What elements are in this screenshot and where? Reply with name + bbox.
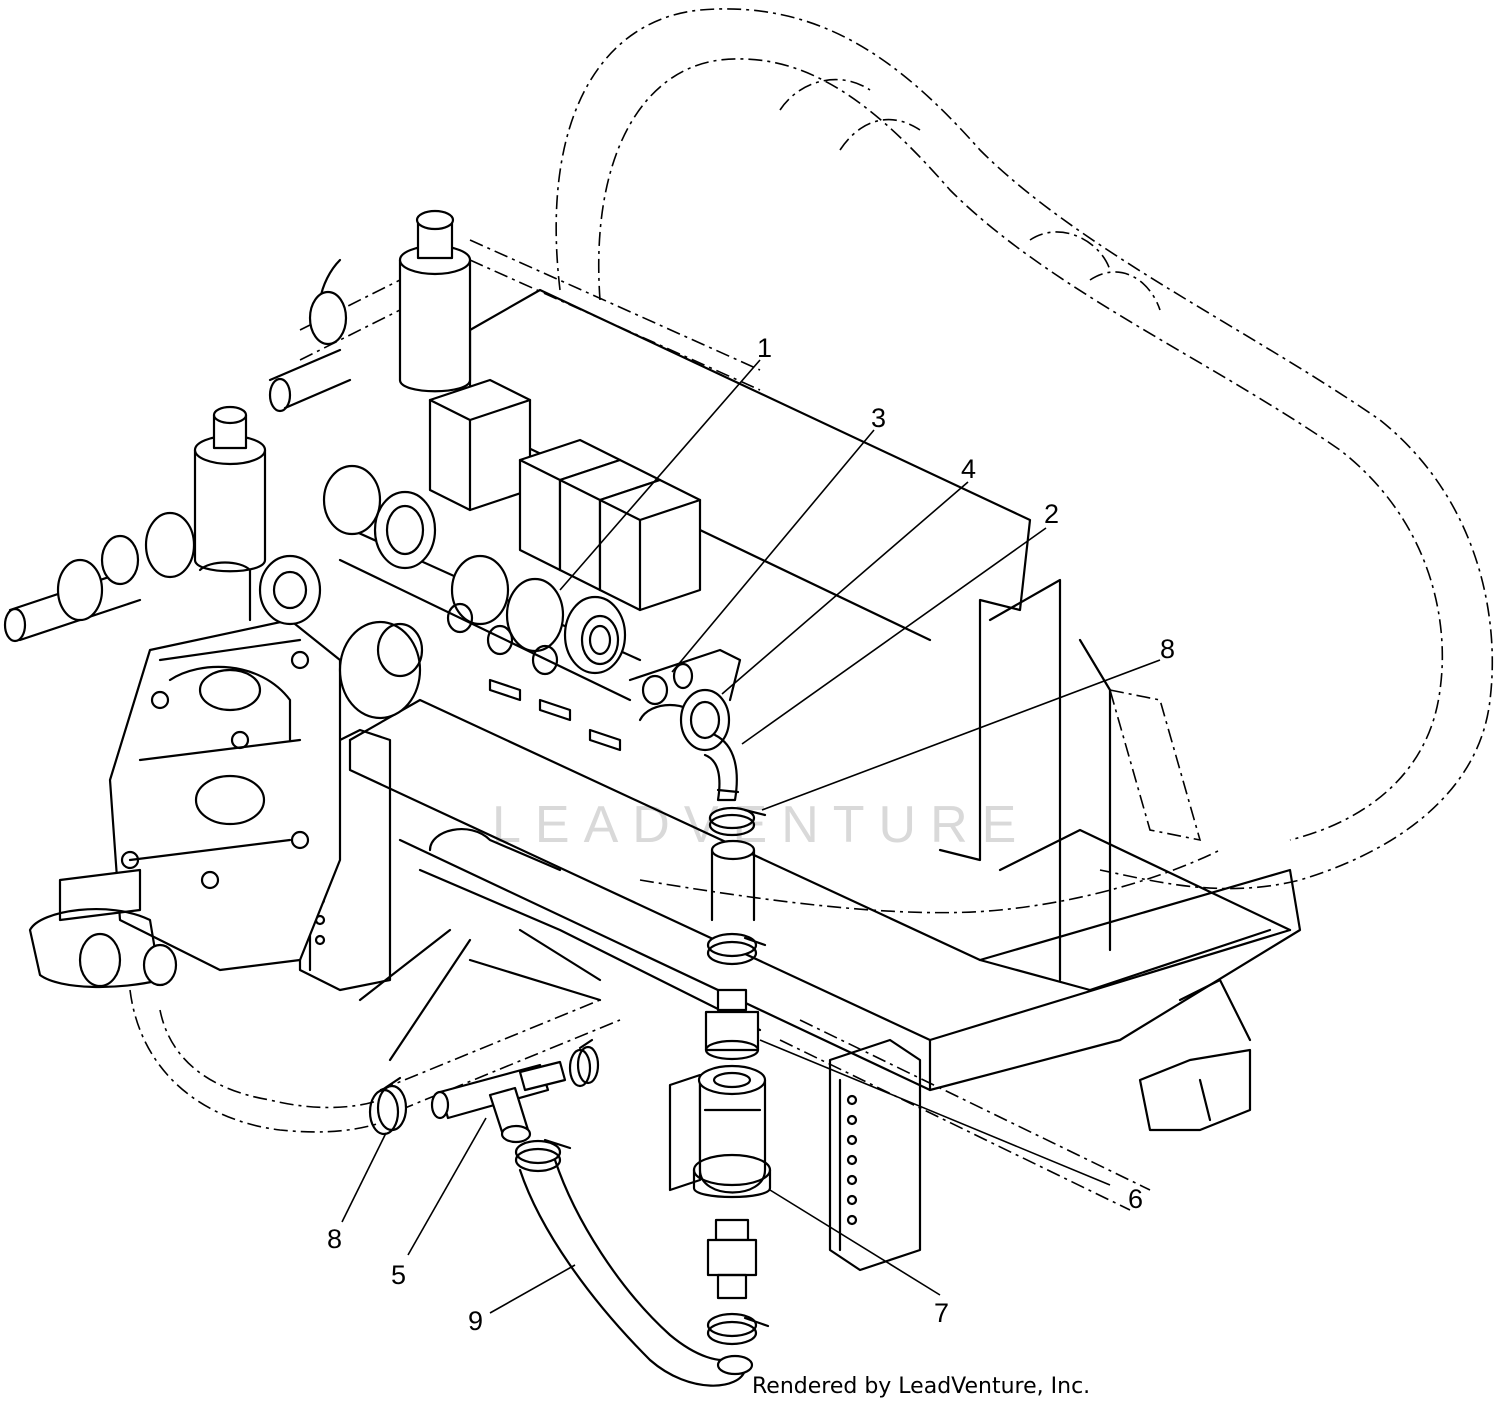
leader-lines <box>341 359 1161 1314</box>
callout-9: 9 <box>468 1306 483 1336</box>
callout-numbers: 1 3 4 2 8 6 7 8 5 9 <box>327 333 1175 1336</box>
phantom-tank-and-frame <box>129 8 1494 1211</box>
callout-4: 4 <box>961 454 976 484</box>
callout-6: 6 <box>1128 1184 1143 1214</box>
callout-3: 3 <box>871 403 886 433</box>
callout-1: 1 <box>757 333 772 363</box>
callout-2: 2 <box>1044 499 1059 529</box>
callout-5: 5 <box>391 1260 406 1290</box>
sprayer-assembly-drawing <box>3 209 1302 1387</box>
callout-8-upper: 8 <box>1160 634 1175 664</box>
callout-8-lower: 8 <box>327 1224 342 1254</box>
callout-7: 7 <box>934 1298 949 1328</box>
watermark-text: LEADVENTURE <box>492 796 1030 854</box>
render-credit: Rendered by LeadVenture, Inc. <box>752 1374 1091 1399</box>
